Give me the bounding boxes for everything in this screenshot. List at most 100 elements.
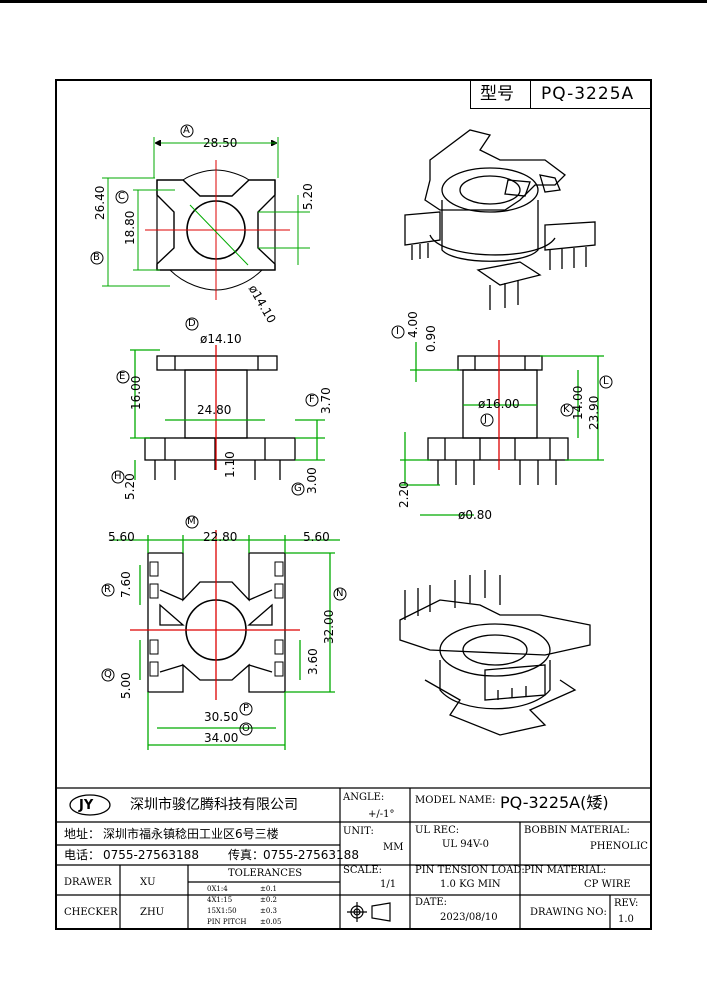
tol-range-4: PIN PITCH (207, 918, 247, 926)
company-name: 深圳市骏亿腾科技有限公司 (130, 797, 298, 813)
model-name-label: MODEL NAME: (415, 795, 496, 806)
dim-e: 16.00 (129, 375, 143, 410)
angle-label: ANGLE: (343, 792, 385, 803)
model-header-divider (530, 80, 531, 108)
dim-d: ø14.10 (200, 332, 242, 346)
callout-m: M (187, 516, 196, 527)
tol-value-3: ±0.3 (260, 907, 277, 915)
iso-view-top (404, 129, 596, 310)
callout-circles (90, 124, 613, 736)
callout-o: O (242, 723, 250, 734)
unit-value: MM (383, 842, 404, 853)
tolerances-label: TOLERANCES (228, 868, 303, 879)
date-label: DATE: (415, 897, 448, 908)
pin-tension-value: 1.0 KG MIN (440, 879, 501, 890)
callout-j: J (484, 414, 487, 425)
bobbin-material-value: PHENOLIC (590, 841, 648, 852)
phone-value: 0755-27563188 (103, 848, 199, 862)
tol-range-2: 4X1:15 (207, 896, 233, 904)
pin-material-value: CP WIRE (584, 879, 631, 890)
ul-rec-label: UL REC: (415, 825, 460, 836)
tol-range-3: 15X1:50 (207, 907, 237, 915)
dim-h: 5.20 (123, 473, 137, 500)
callout-n: N (336, 588, 344, 599)
callout-d: D (188, 318, 196, 329)
dim-thickness: 0.90 (424, 325, 438, 352)
dim-k: 14.00 (571, 385, 585, 420)
callout-r: R (104, 584, 111, 595)
tol-value-2: ±0.2 (260, 896, 277, 904)
phone-label: 电话： (64, 848, 101, 862)
bottom-view (110, 530, 340, 750)
callout-b: B (93, 252, 100, 263)
address-value: 深圳市福永镇稔田工业区6号三楼 (103, 827, 279, 841)
scale-value: 1/1 (380, 879, 397, 890)
dim-q: 5.00 (119, 672, 133, 699)
projection-symbol-icon (347, 902, 391, 922)
unit-label: UNIT: (343, 826, 374, 837)
dim-g: 3.00 (305, 467, 319, 494)
drawer-label: DRAWER (64, 877, 112, 888)
drawer-value: XU (140, 877, 156, 888)
dim-gap: 5.20 (301, 183, 315, 210)
dim-n: 32.00 (322, 609, 336, 644)
pin-tension-label: PIN TENSION LOAD: (415, 865, 525, 876)
logo-icon (69, 794, 111, 816)
angle-value: +/-1° (368, 809, 395, 820)
callout-g: G (294, 483, 302, 494)
scale-label: SCALE: (343, 865, 383, 876)
dim-m: 22.80 (203, 530, 238, 544)
model-header-box (470, 80, 652, 109)
date-value: 2023/08/10 (440, 912, 498, 923)
fax-value: 0755-27563188 (263, 848, 359, 862)
side-view (400, 340, 604, 516)
address-label: 地址： (64, 827, 101, 841)
dim-a: 28.50 (203, 136, 238, 150)
callout-c: C (118, 191, 125, 202)
dim-left: 5.60 (108, 530, 135, 544)
dim-b: 26.40 (93, 185, 107, 220)
front-view (130, 345, 325, 480)
dim-inner: 24.80 (197, 403, 232, 417)
dim-c: 18.80 (123, 210, 137, 245)
tol-value-4: ±0.05 (260, 918, 282, 926)
callout-f: F (309, 394, 315, 405)
title-block-grid (57, 787, 650, 930)
callout-p: P (243, 703, 250, 714)
dim-r: 7.60 (119, 571, 133, 598)
callout-a: A (183, 125, 190, 136)
rev-label: REV: (614, 898, 639, 909)
drawing-no-label: DRAWING NO: (530, 907, 607, 918)
iso-view-bottom (399, 570, 591, 736)
dim-small: 1.10 (223, 451, 237, 478)
callout-e: E (119, 371, 126, 382)
dim-l: 23.90 (587, 395, 601, 430)
bobbin-material-label: BOBBIN MATERIAL: (524, 825, 630, 836)
fax-label: 传真： (228, 848, 265, 862)
model-label: 型号 (480, 84, 514, 104)
dim-pin-length: 2.20 (397, 481, 411, 508)
checker-label: CHECKER (64, 907, 118, 918)
callout-k: K (563, 404, 570, 415)
dim-j: ø16.00 (478, 397, 520, 411)
tol-value-1: ±0.1 (260, 885, 277, 893)
dim-f: 3.70 (319, 387, 333, 414)
top-border-line (0, 0, 707, 3)
tol-range-1: 0X1:4 (207, 885, 228, 893)
callout-h: H (114, 471, 122, 482)
dim-s: 3.60 (306, 648, 320, 675)
callout-i: I (396, 326, 399, 337)
checker-value: ZHU (140, 907, 165, 918)
dim-right: 5.60 (303, 530, 330, 544)
pin-material-label: PIN MATERIAL: (524, 865, 607, 876)
dim-p: 30.50 (204, 710, 239, 724)
dim-i: 4.00 (406, 311, 420, 338)
dim-o: 34.00 (204, 731, 239, 745)
logo-text: JY (79, 798, 94, 813)
model-value: PQ-3225A (541, 84, 635, 104)
top-view (102, 137, 310, 300)
dim-pin-diameter: ø0.80 (458, 508, 493, 522)
rev-value: 1.0 (618, 914, 634, 925)
model-name-value: PQ-3225A(矮) (500, 793, 609, 812)
